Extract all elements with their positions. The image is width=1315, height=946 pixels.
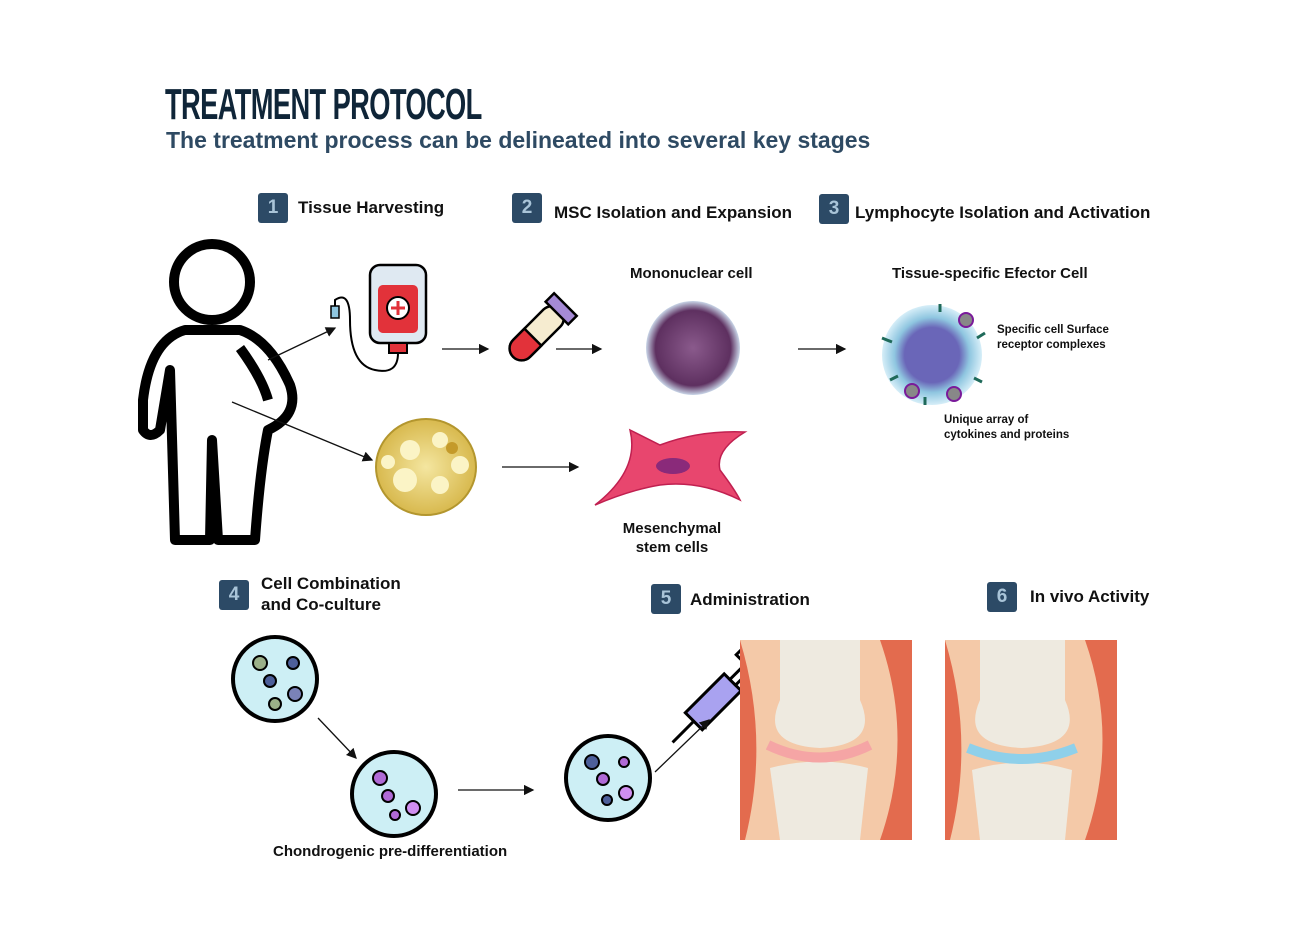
step-6-badge: 6: [987, 582, 1017, 612]
page-title: TREATMENT PROTOCOL: [165, 80, 482, 129]
msc-label-line2: stem cells: [635, 539, 709, 556]
step-1-badge: 1: [258, 193, 288, 223]
step-4-badge: 4: [219, 580, 249, 610]
healthy-knee-joint-icon: [945, 640, 1117, 840]
petri-dish-2-icon: [350, 750, 438, 838]
blood-tube-icon: [508, 291, 579, 362]
mesenchymal-stem-cell-icon: [594, 428, 748, 506]
step-3-label: Lymphocyte Isolation and Activation: [855, 203, 1151, 222]
page-subtitle: The treatment process can be delineated …: [166, 127, 871, 153]
effector-cell-icon: [881, 304, 986, 405]
cytokine-label-line1: Unique array of: [944, 414, 1029, 426]
step-5-label: Administration: [690, 590, 810, 609]
iv-bag-icon: [330, 263, 428, 372]
adipose-tissue-icon: [375, 418, 477, 516]
cytokine-label-line2: cytokines and proteins: [944, 429, 1070, 441]
inflamed-knee-joint-icon: [740, 640, 912, 840]
person-icon: [138, 239, 298, 545]
petri-dish-3-icon: [564, 734, 652, 822]
chondrogenic-label: Chondrogenic pre-differentiation: [273, 843, 508, 860]
effector-cell-label: Tissue-specific Efector Cell: [892, 265, 1088, 282]
step-1-label: Tissue Harvesting: [298, 198, 445, 217]
mononuclear-cell-label: Mononuclear cell: [630, 265, 753, 282]
step-4-label-line2: and Co-culture: [261, 595, 381, 614]
step-5-badge: 5: [651, 584, 681, 614]
step-6-label: In vivo Activity: [1030, 587, 1150, 606]
step-2-badge: 2: [512, 193, 542, 223]
step-3-badge: 3: [819, 194, 849, 224]
receptor-label-line1: Specific cell Surface: [997, 324, 1109, 336]
mononuclear-cell-icon: [646, 301, 740, 395]
flow-arrows: [231, 327, 847, 796]
receptor-label-line2: receptor complexes: [997, 339, 1106, 351]
step-2-label: MSC Isolation and Expansion: [554, 203, 793, 222]
msc-label-line1: Mesenchymal: [622, 520, 722, 537]
step-4-label-line1: Cell Combination: [261, 574, 401, 593]
petri-dish-1-icon: [231, 635, 319, 723]
